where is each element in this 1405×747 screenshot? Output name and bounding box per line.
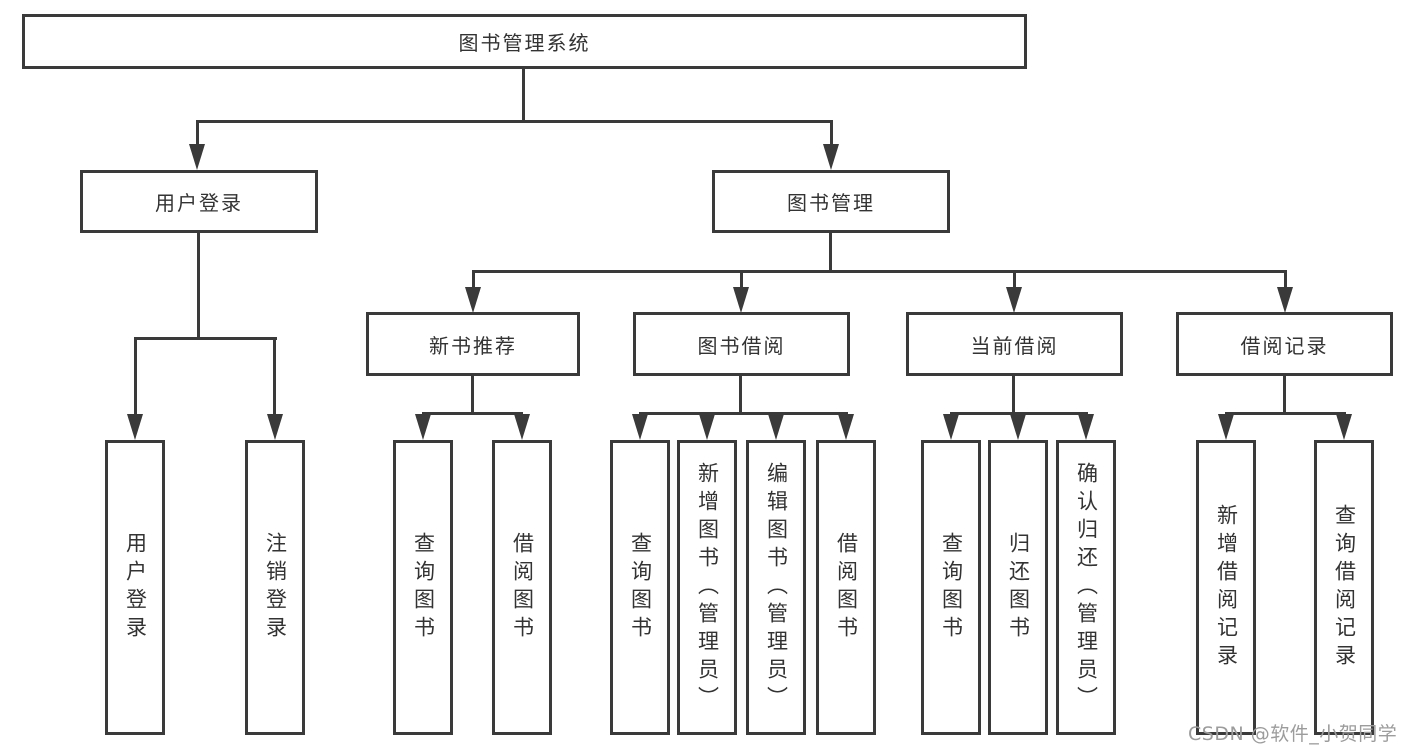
arrowhead-to-current-return — [1010, 414, 1026, 440]
node-book-management: 图书管理 — [712, 170, 950, 233]
arrowhead-to-borrow-edit — [768, 414, 784, 440]
connector-bookmgmt-down — [829, 231, 832, 273]
connector-userlogin-down — [197, 231, 200, 340]
arrowhead-to-record-add — [1218, 414, 1234, 440]
arrowhead-to-borrow-record — [1277, 287, 1293, 313]
leaf-record-add-record: 新增借阅记录 — [1196, 440, 1256, 735]
node-root: 图书管理系统 — [22, 14, 1027, 69]
connector-userlogin-leaf1-stem — [134, 337, 137, 417]
connector-bookmgmt-stem — [830, 120, 833, 146]
arrowhead-to-record-query — [1336, 414, 1352, 440]
leaf-borrow-query-book: 查询图书 — [610, 440, 670, 735]
node-book-borrow: 图书借阅 — [633, 312, 850, 376]
leaf-user-login: 用户登录 — [105, 440, 165, 735]
connector-currentborrow-down — [1012, 374, 1015, 415]
connector-userlogin-stem — [196, 120, 199, 146]
node-current-borrow: 当前借阅 — [906, 312, 1123, 376]
node-new-book-recommend: 新书推荐 — [366, 312, 580, 376]
csdn-watermark: CSDN @软件_小贺同学 — [1188, 723, 1398, 745]
arrowhead-to-recommend-borrow — [514, 414, 530, 440]
leaf-current-query-book: 查询图书 — [921, 440, 981, 735]
node-borrow-record: 借阅记录 — [1176, 312, 1393, 376]
connector-borrowrecord-down — [1283, 374, 1286, 415]
connector-recommend-stem — [472, 270, 475, 290]
connector-currentborrow-stem — [1013, 270, 1016, 290]
connector-root-stub — [522, 68, 525, 123]
arrowhead-to-borrow-borrow — [838, 414, 854, 440]
arrowhead-to-book-borrow — [733, 287, 749, 313]
arrowhead-to-current-borrow — [1006, 287, 1022, 313]
arrowhead-to-new-book-recommend — [465, 287, 481, 313]
connector-recommend-bar — [422, 412, 523, 415]
leaf-current-confirm-return: 确认归还（管理员） — [1056, 440, 1116, 735]
arrowhead-to-borrow-add — [699, 414, 715, 440]
leaf-borrow-edit-book: 编辑图书（管理员） — [746, 440, 806, 735]
leaf-borrow-borrow-book: 借阅图书 — [816, 440, 876, 735]
connector-borrowrecord-bar — [1225, 412, 1346, 415]
connector-currentborrow-bar — [950, 412, 1088, 415]
connector-bookborrow-down — [739, 374, 742, 415]
connector-borrowrecord-stem — [1284, 270, 1287, 290]
node-user-login: 用户登录 — [80, 170, 318, 233]
leaf-borrow-add-book: 新增图书（管理员） — [677, 440, 737, 735]
arrowhead-to-leaf-user-login — [127, 414, 143, 440]
connector-level2-bar — [196, 120, 833, 123]
arrowhead-to-recommend-query — [415, 414, 431, 440]
arrowhead-to-book-management — [823, 144, 839, 170]
leaf-logout: 注销登录 — [245, 440, 305, 735]
leaf-current-return-book: 归还图书 — [988, 440, 1048, 735]
leaf-recommend-borrow-book: 借阅图书 — [492, 440, 552, 735]
arrowhead-to-current-query — [943, 414, 959, 440]
arrowhead-to-borrow-query — [632, 414, 648, 440]
leaf-recommend-query-book: 查询图书 — [393, 440, 453, 735]
arrowhead-to-leaf-logout — [267, 414, 283, 440]
connector-recommend-down — [471, 374, 474, 415]
arrowhead-to-user-login — [189, 144, 205, 170]
leaf-record-query-record: 查询借阅记录 — [1314, 440, 1374, 735]
connector-level3-bar — [472, 270, 1287, 273]
arrowhead-to-current-confirm — [1078, 414, 1094, 440]
connector-bookborrow-stem — [740, 270, 743, 290]
connector-bookborrow-bar — [639, 412, 848, 415]
connector-userlogin-leaf2-stem — [273, 337, 276, 417]
connector-userlogin-bar — [134, 337, 277, 340]
